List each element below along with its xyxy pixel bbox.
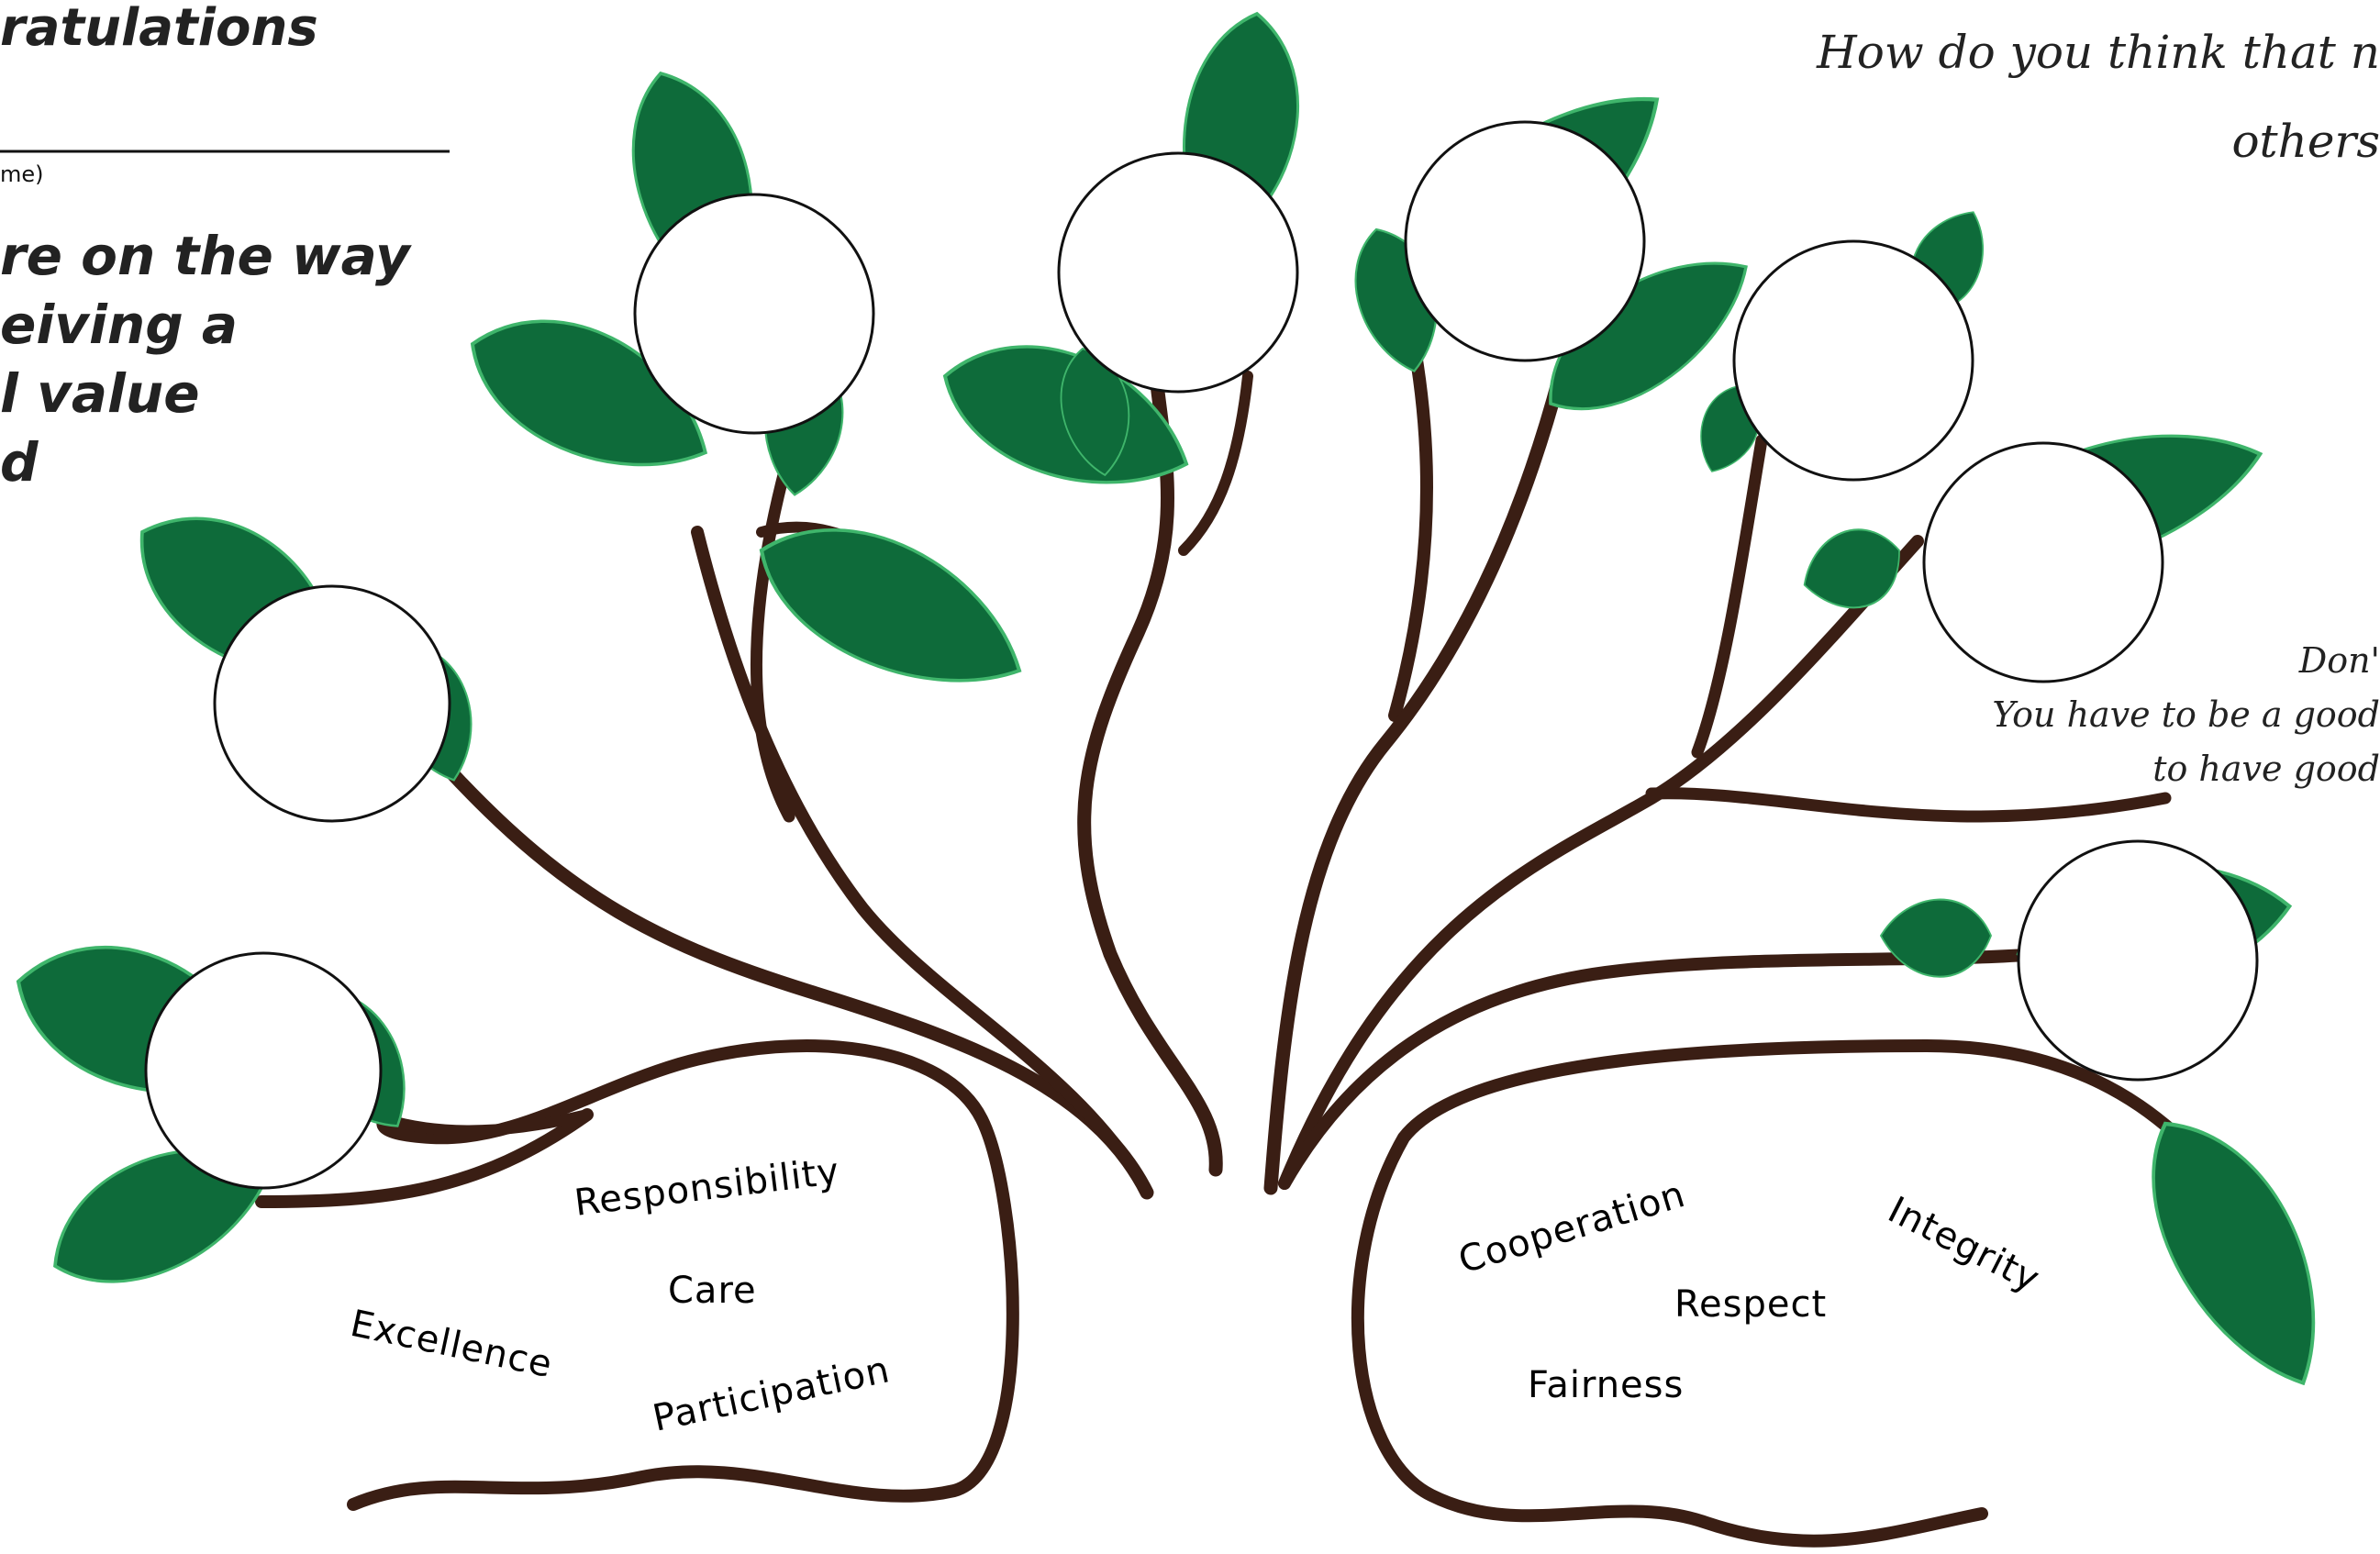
quote-line-1: Don' [2298, 640, 2380, 681]
right-root [1351, 1038, 2181, 1548]
blank-circle-3[interactable] [633, 193, 875, 435]
message-line-4: d [0, 431, 39, 494]
value-participation: Participation [650, 1349, 895, 1440]
quote-line-3: to have good [2152, 749, 2380, 789]
blank-circles [144, 120, 2259, 1190]
value-cooperation: Cooperation [1453, 1173, 1690, 1282]
blank-circle-5[interactable] [1404, 120, 1646, 362]
value-care: Care [668, 1270, 757, 1312]
certificate-title: ratulations [0, 0, 318, 58]
message-line-1: re on the way [0, 225, 410, 287]
blank-circle-1[interactable] [144, 951, 383, 1190]
blank-circle-8[interactable] [2017, 839, 2259, 1082]
blank-circle-4[interactable] [1057, 151, 1299, 394]
branch-right-long [1645, 787, 2172, 823]
value-fairness: Fairness [1528, 1364, 1684, 1406]
trunk-center-b [1178, 371, 1253, 556]
name-caption: me) [0, 161, 44, 187]
branch-left-low-b [380, 1109, 593, 1137]
blank-circle-6[interactable] [1732, 239, 1974, 482]
branch-right-upper-b [1278, 535, 1924, 1190]
message-line-2: eiving a [0, 294, 239, 356]
branch-right-upper [1691, 434, 1768, 759]
leaf-right-bottom [2115, 1093, 2360, 1410]
value-excellence: Excellence [347, 1303, 556, 1386]
question-line-1: How do you think that n [1817, 26, 2380, 79]
branch-inner-right-b [1263, 369, 1567, 1195]
question-line-2: others [2231, 115, 2380, 168]
value-responsibility: Responsibility [573, 1150, 842, 1225]
blank-circle-2[interactable] [213, 584, 451, 823]
values-right: Cooperation Integrity Respect Fairness [1453, 1173, 2046, 1406]
leaf-right-mid-2 [1791, 515, 1915, 625]
trunk-center [1077, 369, 1223, 1177]
branch-inner-left-a [691, 526, 1153, 1199]
quote-line-2: You have to be a good [1992, 694, 2380, 735]
message-line-3: l value [0, 362, 200, 425]
blank-circle-7[interactable] [1922, 441, 2164, 683]
value-integrity: Integrity [1881, 1189, 2046, 1301]
branch-left-low [255, 1108, 594, 1208]
value-respect: Respect [1674, 1283, 1827, 1326]
